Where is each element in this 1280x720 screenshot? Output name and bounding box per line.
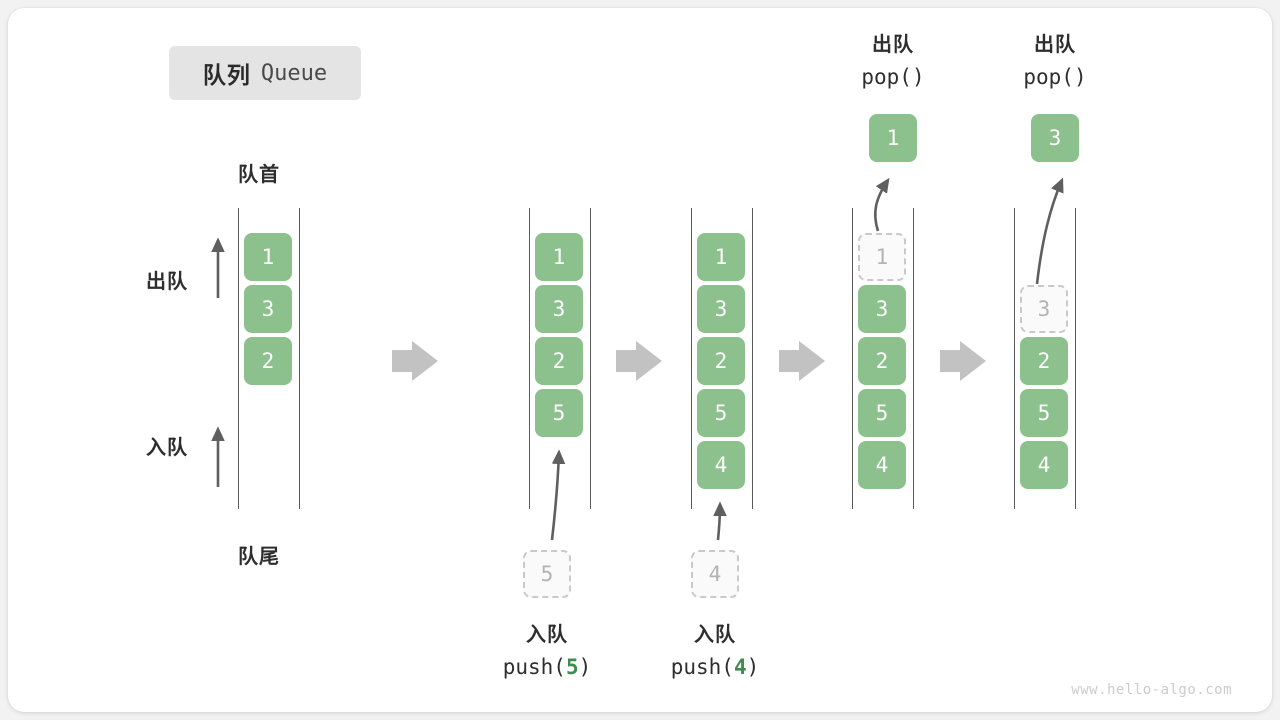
- queue-cell-removed: 1: [858, 233, 906, 281]
- site-watermark: www.hello-algo.com: [1071, 682, 1232, 698]
- queue-cell-new: 4: [697, 441, 745, 489]
- operation-code: push(5): [502, 655, 592, 679]
- operation-name: 出队: [872, 34, 914, 56]
- queue-head-label: 队首: [238, 164, 280, 186]
- queue-cell: 5: [1020, 389, 1068, 437]
- operation-label-pop-3: 出队 pop(): [955, 30, 1155, 94]
- diagram-card: [8, 8, 1272, 712]
- queue-cell: 2: [1020, 337, 1068, 385]
- queue-cell: 2: [535, 337, 583, 385]
- queue-cell-removed: 3: [1020, 285, 1068, 333]
- popped-cell: 3: [1031, 114, 1079, 162]
- incoming-ghost-cell: 4: [691, 550, 739, 598]
- operation-name: 入队: [694, 624, 736, 646]
- queue-rail-after-pop-3: [1014, 208, 1076, 509]
- queue-rail-after-push-4: [691, 208, 753, 509]
- queue-cell: 5: [858, 389, 906, 437]
- operation-label-pop-1: 出队 pop(): [793, 30, 993, 94]
- queue-cell: 3: [244, 285, 292, 333]
- title-english: Queue: [260, 60, 328, 86]
- dequeue-direction-label: 出队: [146, 271, 188, 293]
- queue-cell: 2: [244, 337, 292, 385]
- queue-rail-after-push-5: [529, 208, 591, 509]
- queue-cell: 3: [535, 285, 583, 333]
- queue-rail-initial: [238, 208, 300, 509]
- queue-cell: 1: [244, 233, 292, 281]
- queue-cell: 1: [697, 233, 745, 281]
- queue-cell: 2: [697, 337, 745, 385]
- queue-tail-label: 队尾: [238, 546, 280, 568]
- operation-code: pop(): [1023, 65, 1087, 89]
- operation-code: push(4): [670, 655, 760, 679]
- queue-cell: 3: [697, 285, 745, 333]
- queue-rail-after-pop-1: [852, 208, 914, 509]
- queue-cell: 4: [1020, 441, 1068, 489]
- operation-name: 入队: [526, 624, 568, 646]
- queue-cell: 5: [697, 389, 745, 437]
- operation-name: 出队: [1034, 34, 1076, 56]
- operation-label-push-4: 入队 push(4): [615, 620, 815, 684]
- popped-cell: 1: [869, 114, 917, 162]
- queue-cell: 4: [858, 441, 906, 489]
- queue-cell: 2: [858, 337, 906, 385]
- incoming-ghost-cell: 5: [523, 550, 571, 598]
- queue-cell-new: 5: [535, 389, 583, 437]
- diagram-title-badge: 队列 Queue: [169, 46, 361, 100]
- queue-cell: 1: [535, 233, 583, 281]
- operation-code: pop(): [861, 65, 925, 89]
- enqueue-direction-label: 入队: [146, 437, 188, 459]
- operation-label-push-5: 入队 push(5): [447, 620, 647, 684]
- queue-cell: 3: [858, 285, 906, 333]
- title-chinese: 队列: [202, 62, 251, 88]
